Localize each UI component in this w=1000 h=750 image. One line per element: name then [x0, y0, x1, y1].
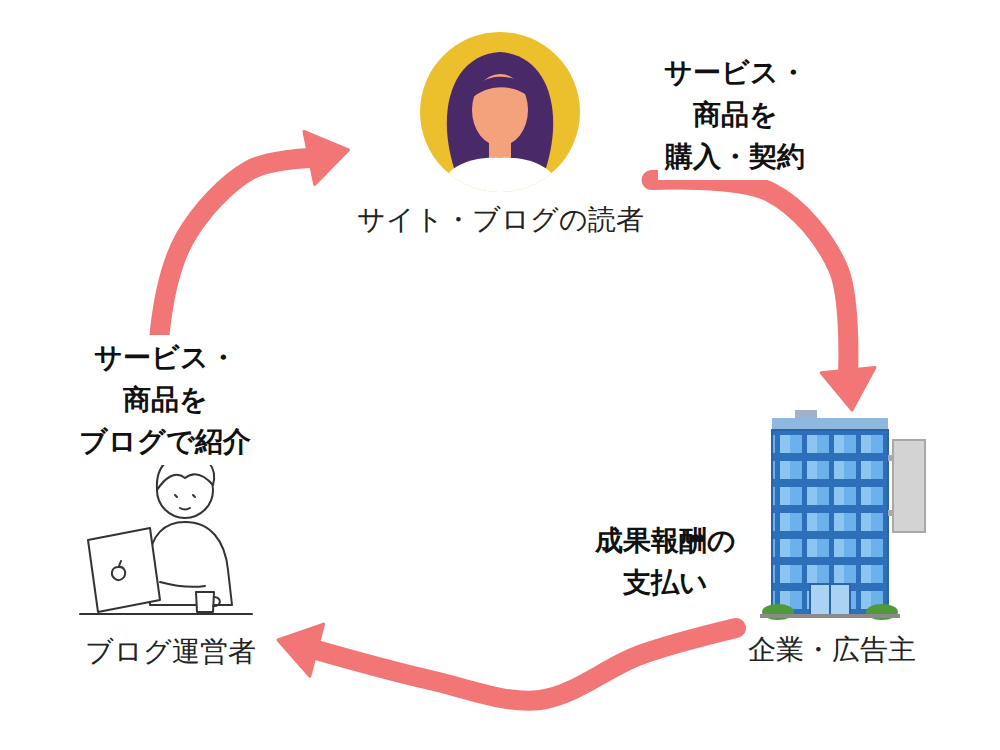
reader-node: サイト・ブログの読者 — [349, 38, 652, 238]
arrow-head — [821, 368, 875, 410]
node-caption: サイト・ブログの読者 — [357, 202, 644, 238]
edge-label: サービス・商品を ブログで紹介 — [73, 335, 257, 465]
edge-label: 成果報酬の 支払い — [589, 518, 742, 606]
node-caption: 企業・広告主 — [748, 632, 916, 668]
company-node: 企業・広告主 — [736, 410, 928, 668]
arrow-head — [304, 131, 349, 184]
cycle-arrow — [652, 180, 875, 410]
company-building — [760, 410, 925, 620]
edge-label: サービス・商品を 購入・契約 — [658, 50, 813, 180]
arrow-head — [278, 624, 324, 676]
reader-icon — [420, 32, 580, 200]
cycle-arrow — [278, 624, 736, 701]
node-caption: ブログ運営者 — [85, 634, 256, 670]
arrow-shaft — [317, 628, 736, 701]
operator-figure — [80, 454, 252, 614]
operator-node: ブログ運営者 — [62, 446, 278, 670]
arrow-shaft — [652, 180, 849, 371]
